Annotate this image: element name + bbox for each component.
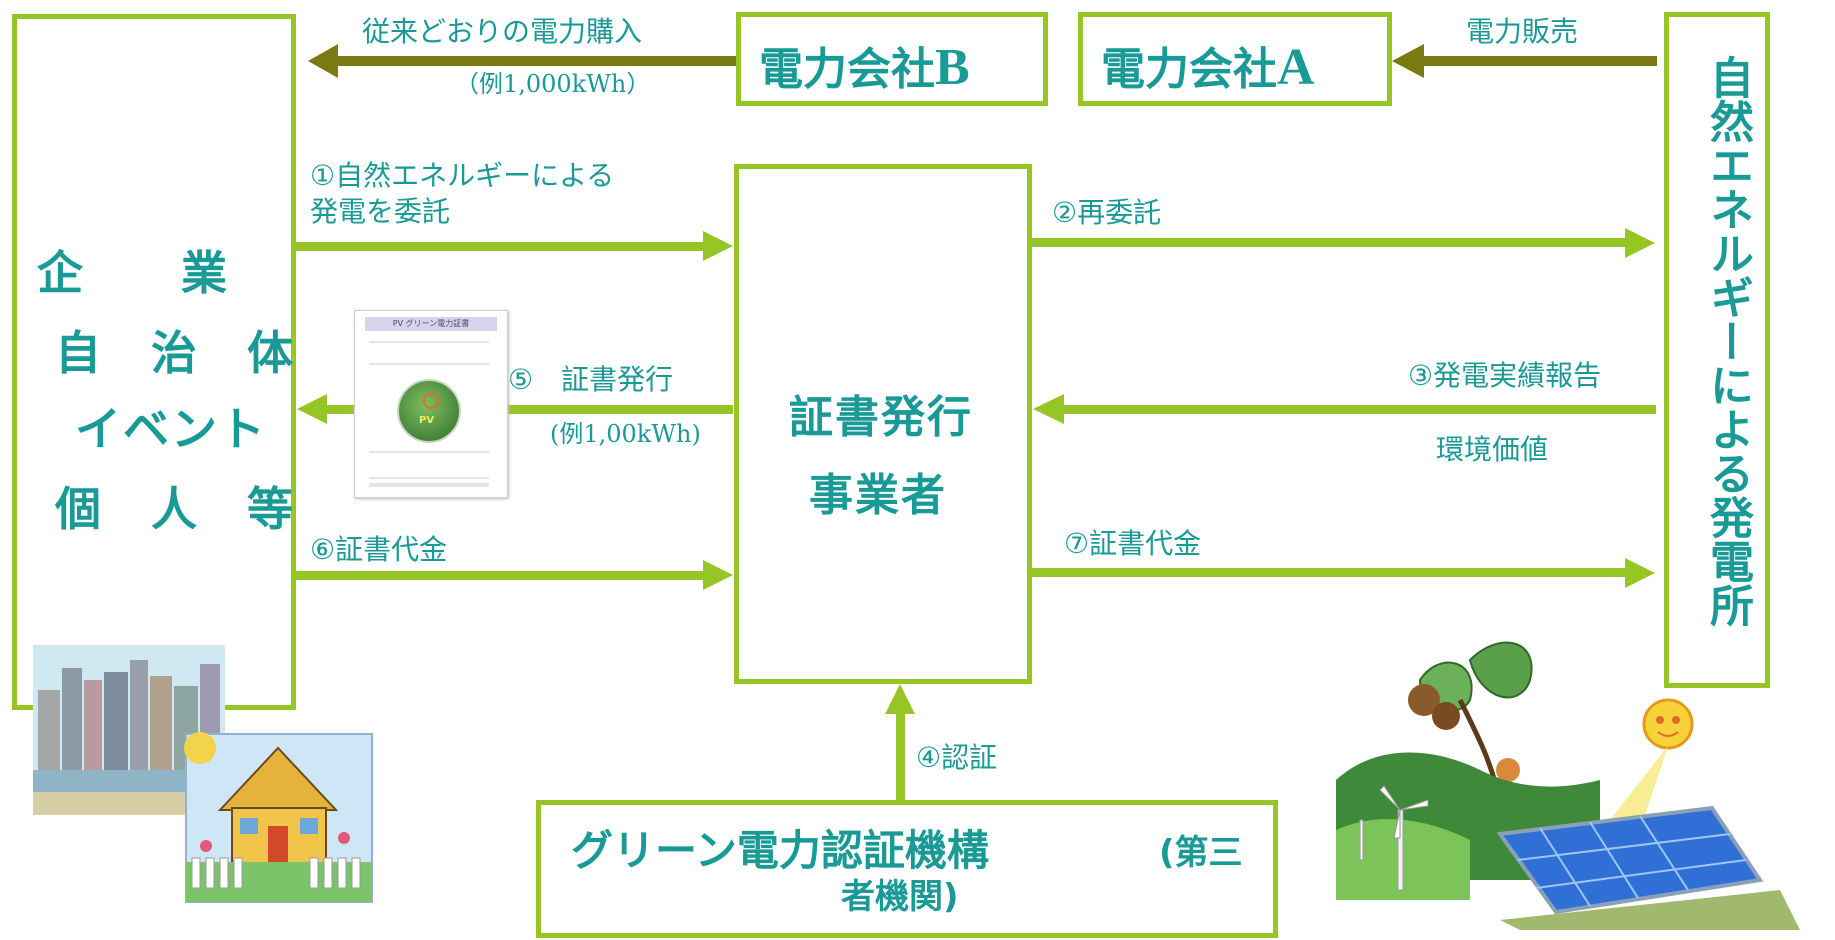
company-b-text: 電力会社 <box>759 44 935 95</box>
customer-individual: 個 人 等 <box>55 482 295 536</box>
arrow-power-sales <box>1392 44 1657 78</box>
label-env-value: 環境価値 <box>1436 433 1549 466</box>
label-step2: ②再委託 <box>1052 196 1162 229</box>
company-a-letter: A <box>1277 39 1315 96</box>
certificate-image: PV グリーン電力証書 PV <box>354 310 508 498</box>
label-step5: ⑤ 証書発行 <box>508 363 674 396</box>
arrow-step7 <box>1032 558 1655 588</box>
certificate-emblem: PV <box>397 379 461 443</box>
house-icon <box>184 732 373 903</box>
arrow-step3 <box>1033 394 1656 424</box>
company-a-box: 電力会社A <box>1078 12 1392 106</box>
arrow-step6 <box>295 560 733 590</box>
label-step6: ⑥証書代金 <box>310 533 448 566</box>
customer-event: イベント <box>75 402 267 456</box>
certificate-text-lines <box>369 451 489 479</box>
label-conventional-purchase: 従来どおりの電力購入 <box>362 15 643 48</box>
issuer-line2: 事業者 <box>809 470 947 521</box>
issuer-line1: 証書発行 <box>789 392 973 443</box>
label-step3: ③発電実績報告 <box>1408 359 1602 392</box>
arrow-step5 <box>297 394 733 424</box>
arrow-step1 <box>295 231 733 261</box>
certifier-main: グリーン電力認証機構 <box>571 826 989 875</box>
label-step1-line2: 発電を委託 <box>310 195 451 228</box>
certificate-footer <box>369 483 489 487</box>
company-b-letter: B <box>935 39 970 96</box>
solar-panel-icon <box>1496 805 1800 930</box>
sun-icon <box>1610 698 1694 830</box>
label-power-sales: 電力販売 <box>1466 15 1579 48</box>
company-b-box: 電力会社B <box>736 12 1048 106</box>
issuer-box: 証書発行 事業者 <box>734 164 1032 684</box>
arrow-step2 <box>1032 228 1655 258</box>
customers-box: 企 業 自 治 体 イベント 個 人 等 <box>12 14 296 710</box>
company-a-text: 電力会社 <box>1101 44 1277 95</box>
label-step5-example: (例1,00kWh) <box>550 420 701 448</box>
power-plant-box: 自然エネルギーによる発電所 <box>1664 12 1770 688</box>
arrow-conventional-purchase <box>308 44 738 78</box>
company-b-label: 電力会社B <box>759 33 970 97</box>
certificate-title: PV グリーン電力証書 <box>365 317 497 331</box>
company-a-label: 電力会社A <box>1101 33 1315 97</box>
city-skyline-icon <box>33 645 225 815</box>
wind-turbine-icon <box>1359 785 1429 891</box>
certifier-box: グリーン電力認証機構 (第三 者機関) <box>536 800 1278 938</box>
power-plant-label: 自然エネルギーによる発電所 <box>1702 55 1753 627</box>
customer-company: 企 業 <box>37 246 229 300</box>
certifier-sub2: 者機関) <box>841 877 959 917</box>
label-step1-line1: ①自然エネルギーによる <box>310 159 615 192</box>
label-step4: ④認証 <box>916 741 998 774</box>
label-conventional-example: （例1,000kWh） <box>455 70 651 98</box>
certificate-emblem-text: PV <box>419 415 435 426</box>
certificate-lines <box>369 341 489 365</box>
arrow-step4 <box>885 684 915 804</box>
customer-municipality: 自 治 体 <box>55 326 295 380</box>
certificate-sun-icon <box>423 393 439 409</box>
certifier-sub1: (第三 <box>1159 833 1243 873</box>
label-step7: ⑦証書代金 <box>1064 527 1202 560</box>
